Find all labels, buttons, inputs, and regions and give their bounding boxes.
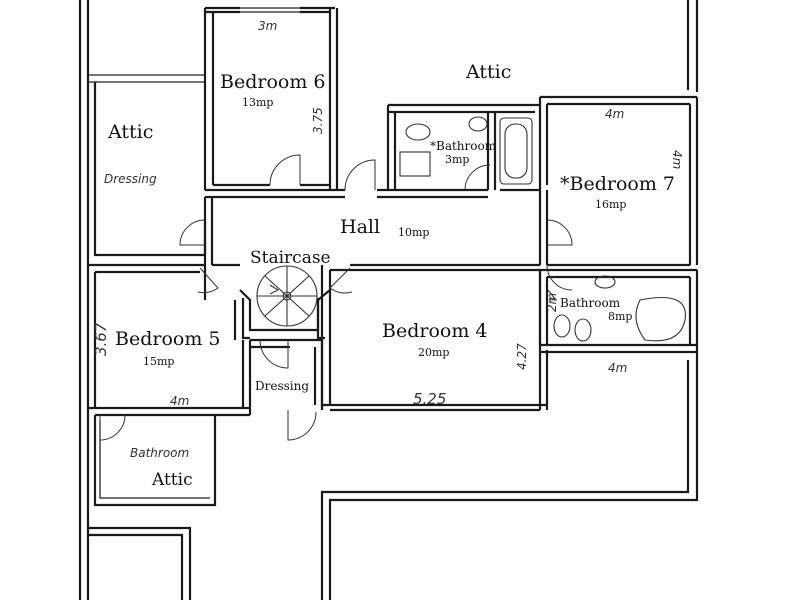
bathroom-fixtures bbox=[399, 116, 686, 342]
dressing-walls bbox=[250, 338, 324, 410]
bathroom-top-area: 3mp bbox=[445, 153, 469, 166]
bathroom-top-walls bbox=[386, 103, 540, 190]
staircase-core bbox=[239, 265, 331, 340]
left-attic-walls bbox=[88, 74, 207, 257]
bathroom-right-dim-side: 2m bbox=[545, 293, 559, 312]
outer-walls bbox=[78, 0, 699, 600]
bedroom-7-area: 16mp bbox=[595, 198, 626, 211]
bedroom-4-label: Bedroom 4 bbox=[382, 320, 487, 342]
bedroom-7-dim-side: 4m bbox=[670, 150, 684, 169]
attic-top-label: Attic bbox=[465, 61, 511, 83]
bedroom-7-dim-top: 4m bbox=[605, 107, 624, 121]
staircase-label: Staircase bbox=[250, 248, 331, 268]
doors bbox=[99, 154, 573, 441]
bedroom-4-walls bbox=[320, 265, 549, 412]
bedroom-5-dim-side: 3.67 bbox=[92, 322, 110, 356]
bathroom-top-label: *Bathroom bbox=[430, 139, 497, 153]
attic-bottom-label: Attic bbox=[151, 470, 193, 490]
bedroom-4-dim-bottom: 5.25 bbox=[413, 390, 446, 408]
bedroom-7-walls bbox=[538, 95, 699, 267]
hall-label: Hall bbox=[340, 216, 380, 238]
bedroom-6-dim-top: 3m bbox=[258, 19, 277, 33]
hall-walls bbox=[203, 188, 549, 267]
bathroom-right-walls bbox=[538, 268, 699, 354]
bathroom-bottom-label: Bathroom bbox=[130, 446, 189, 460]
bedroom-6-walls bbox=[203, 6, 339, 190]
bedroom-4-dim-side: 4.27 bbox=[515, 343, 529, 370]
attic-left-label: Attic bbox=[107, 121, 153, 143]
bedroom-5-dim-bottom: 4m bbox=[170, 394, 189, 408]
bedroom-6-label: Bedroom 6 bbox=[220, 71, 325, 93]
bedroom-7-label: *Bedroom 7 bbox=[560, 173, 675, 195]
bedroom-4-area: 20mp bbox=[418, 346, 449, 359]
dressing-label: Dressing bbox=[255, 379, 309, 393]
bedroom-5-area: 15mp bbox=[143, 355, 174, 368]
bathroom-right-label: Bathroom bbox=[560, 296, 621, 310]
bedroom-6-area: 13mp bbox=[242, 96, 273, 109]
bathroom-bottom-walls bbox=[93, 415, 217, 507]
hall-area: 10mp bbox=[398, 226, 429, 239]
bedroom-5-walls bbox=[88, 263, 252, 417]
right-dim-label: 4m bbox=[608, 361, 627, 375]
attic-left-note: Dressing bbox=[104, 172, 157, 186]
labels: Bedroom 6 13mp 3m 3.75 Attic Attic Dress… bbox=[92, 19, 684, 490]
bathroom-right-area: 8mp bbox=[608, 310, 632, 323]
bedroom-6-dim-side: 3.75 bbox=[311, 107, 325, 134]
bedroom-5-label: Bedroom 5 bbox=[115, 328, 220, 350]
